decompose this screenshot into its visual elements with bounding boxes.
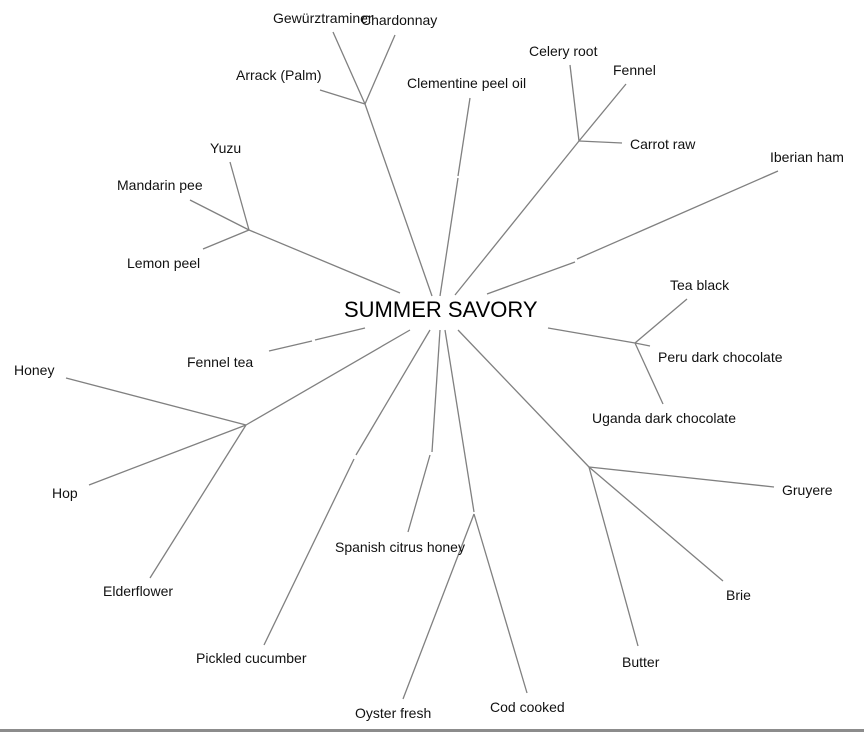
leaf-label-oyster-fresh: Oyster fresh bbox=[355, 705, 432, 721]
edge-honey bbox=[65, 377, 247, 426]
leaf-label-brie: Brie bbox=[726, 587, 751, 603]
leaf-label-butter: Butter bbox=[622, 654, 660, 670]
edge-pickled-a bbox=[355, 329, 431, 456]
edge-peru-dark-chocolate bbox=[634, 342, 651, 347]
edge-root-to-veg-node bbox=[454, 140, 580, 296]
edge-gewurztraminer bbox=[332, 31, 366, 105]
edge-butter bbox=[588, 466, 639, 647]
leaf-label-mandarin-peel: Mandarin pee bbox=[117, 177, 203, 193]
edge-elderflower bbox=[149, 424, 247, 579]
leaf-label-carrot-raw: Carrot raw bbox=[630, 136, 696, 152]
bottom-border bbox=[0, 729, 864, 732]
root-label: SUMMER SAVORY bbox=[344, 297, 538, 322]
leaf-label-elderflower: Elderflower bbox=[103, 583, 174, 599]
leaf-label-spanish-citrus-honey: Spanish citrus honey bbox=[335, 539, 465, 555]
edge-root-to-seafood-node bbox=[444, 329, 475, 513]
leaf-label-clementine: Clementine peel oil bbox=[407, 75, 527, 91]
edge-mandarin-peel bbox=[189, 199, 250, 231]
edge-chardonnay bbox=[364, 34, 396, 105]
edge-clementine-a bbox=[439, 177, 459, 297]
leaf-label-tea-black: Tea black bbox=[670, 277, 730, 293]
edge-oyster-fresh bbox=[402, 513, 475, 700]
edge-yuzu bbox=[229, 161, 250, 231]
leaf-label-celery-root: Celery root bbox=[529, 43, 598, 59]
edge-fennel-tea-b bbox=[268, 340, 313, 352]
edge-brie bbox=[588, 466, 724, 582]
leaf-label-fennel-tea: Fennel tea bbox=[187, 354, 254, 370]
leaf-label-peru-dark-chocolate: Peru dark chocolate bbox=[658, 349, 783, 365]
leaf-label-gruyere: Gruyere bbox=[782, 482, 833, 498]
edge-lemon-peel bbox=[202, 229, 250, 250]
edge-root-to-tea-node bbox=[547, 327, 636, 344]
leaf-label-honey: Honey bbox=[14, 362, 55, 378]
leaf-label-hop: Hop bbox=[52, 485, 78, 501]
edge-gruyere bbox=[588, 466, 775, 488]
leaf-label-arrack: Arrack (Palm) bbox=[236, 67, 322, 83]
edge-iberian-a bbox=[486, 261, 576, 295]
edge-spanish-a bbox=[431, 329, 441, 453]
leaf-label-cod-cooked: Cod cooked bbox=[490, 699, 565, 715]
edge-fennel-tea-a bbox=[314, 327, 366, 341]
leaf-label-uganda-dark-chocolate: Uganda dark chocolate bbox=[592, 410, 736, 426]
leaf-label-fennel: Fennel bbox=[613, 62, 656, 78]
edge-fennel bbox=[578, 83, 627, 142]
edge-celery-root bbox=[569, 64, 580, 142]
leaf-label-lemon-peel: Lemon peel bbox=[127, 255, 201, 271]
edge-clementine-b bbox=[457, 97, 471, 177]
leaf-label-chardonnay: Chardonnay bbox=[361, 12, 438, 28]
edge-pickled-b bbox=[263, 458, 355, 646]
edge-carrot-raw bbox=[578, 140, 623, 144]
edge-root-to-wine-node bbox=[364, 103, 433, 297]
edge-iberian-b bbox=[576, 170, 779, 260]
edge-root-to-cheese-node bbox=[457, 329, 590, 468]
leaf-label-pickled-cucumber: Pickled cucumber bbox=[196, 650, 307, 666]
edge-root-to-citrus-node bbox=[248, 229, 401, 294]
edge-spanish-b bbox=[407, 454, 431, 533]
edge-cod-cooked bbox=[473, 513, 528, 694]
leaf-label-yuzu: Yuzu bbox=[210, 140, 242, 156]
edge-tea-black bbox=[634, 298, 688, 344]
leaf-label-iberian-ham: Iberian ham bbox=[770, 149, 844, 165]
edge-hop bbox=[88, 424, 247, 486]
edge-uganda-dark-chocolate bbox=[634, 342, 664, 405]
edge-root-to-floral-node bbox=[245, 329, 411, 426]
edge-arrack bbox=[319, 89, 366, 105]
leaf-label-gewurztraminer: Gewürztraminer bbox=[273, 10, 373, 26]
